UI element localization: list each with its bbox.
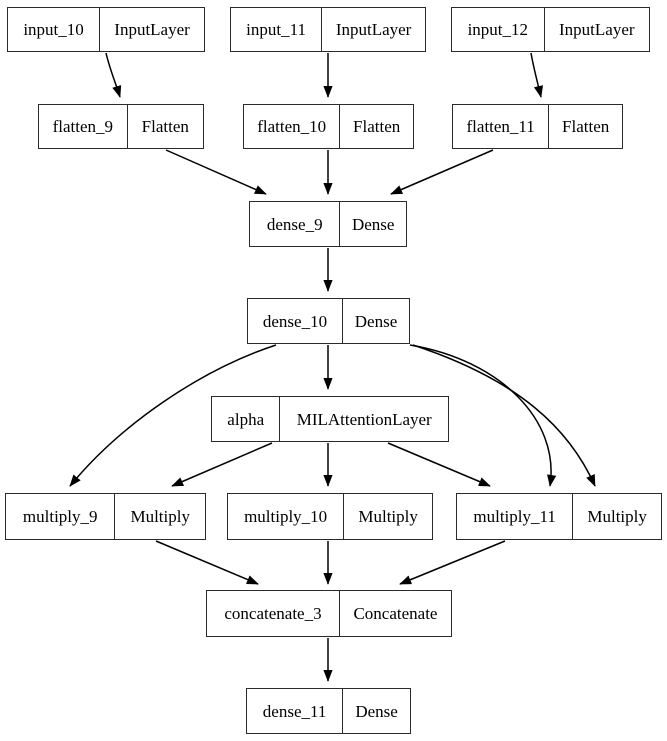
node-multiply_9[interactable]: multiply_9 Multiply [5,493,206,540]
node-name-multiply_10: multiply_10 [228,494,345,539]
node-input_11[interactable]: input_11 InputLayer [230,7,426,52]
node-name-alpha: alpha [212,397,281,441]
node-type-multiply_10: Multiply [358,507,418,526]
edge-alpha-to-multiply_11 [387,442,491,487]
node-multiply_11[interactable]: multiply_11 Multiply [456,493,662,540]
edge-input_12-to-flatten_11 [530,52,544,98]
node-name-flatten_10: flatten_10 [244,105,341,148]
node-type-flatten_10: Flatten [353,117,401,136]
node-name-input_12: input_12 [452,8,545,51]
node-multiply_10[interactable]: multiply_10 Multiply [227,493,433,540]
edge-multiply_9-to-concatenate_3 [155,540,259,585]
node-flatten_9[interactable]: flatten_9 Flatten [38,104,204,149]
node-input_10[interactable]: input_10 InputLayer [7,7,205,52]
edge-alpha-to-multiply_9 [171,442,273,487]
node-flatten_11[interactable]: flatten_11 Flatten [452,104,623,149]
node-name-input_11: input_11 [231,8,323,51]
node-name-concatenate_3: concatenate_3 [207,591,340,636]
node-name-flatten_9: flatten_9 [39,105,128,148]
node-dense_10[interactable]: dense_10 Dense [247,298,410,344]
edge-flatten_9-to-dense_9 [165,149,267,195]
node-name-flatten_11: flatten_11 [453,105,550,148]
edge-input_10-to-flatten_9 [105,52,122,98]
node-name-dense_11: dense_11 [247,689,344,733]
node-type-dense_10: Dense [354,311,398,331]
edge-multiply_11-to-concatenate_3 [399,540,506,585]
node-type-dense_11: Dense [355,701,398,721]
node-type-input_10: InputLayer [114,20,190,39]
node-type-flatten_9: Flatten [141,117,189,136]
edge-flatten_11-to-dense_9 [390,149,494,195]
node-type-concatenate_3: Concatenate [353,604,438,623]
node-type-flatten_11: Flatten [562,117,610,136]
node-input_12[interactable]: input_12 InputLayer [451,7,650,52]
node-name-multiply_11: multiply_11 [457,494,574,539]
node-dense_9[interactable]: dense_9 Dense [249,201,407,247]
node-type-dense_9: Dense [351,214,395,234]
node-alpha[interactable]: alpha MILAttentionLayer [211,396,449,442]
node-concatenate_3[interactable]: concatenate_3 Concatenate [206,590,452,637]
node-name-dense_9: dense_9 [250,202,341,246]
node-type-alpha: MILAttentionLayer [296,409,432,429]
node-dense_11[interactable]: dense_11 Dense [246,688,411,734]
node-type-input_11: InputLayer [335,20,412,39]
node-type-multiply_11: Multiply [587,507,647,526]
node-name-multiply_9: multiply_9 [6,494,116,539]
node-type-multiply_9: Multiply [130,507,190,526]
node-type-input_12: InputLayer [559,20,635,39]
node-flatten_10[interactable]: flatten_10 Flatten [243,104,414,149]
node-name-input_10: input_10 [8,8,101,51]
node-name-dense_10: dense_10 [248,299,343,343]
